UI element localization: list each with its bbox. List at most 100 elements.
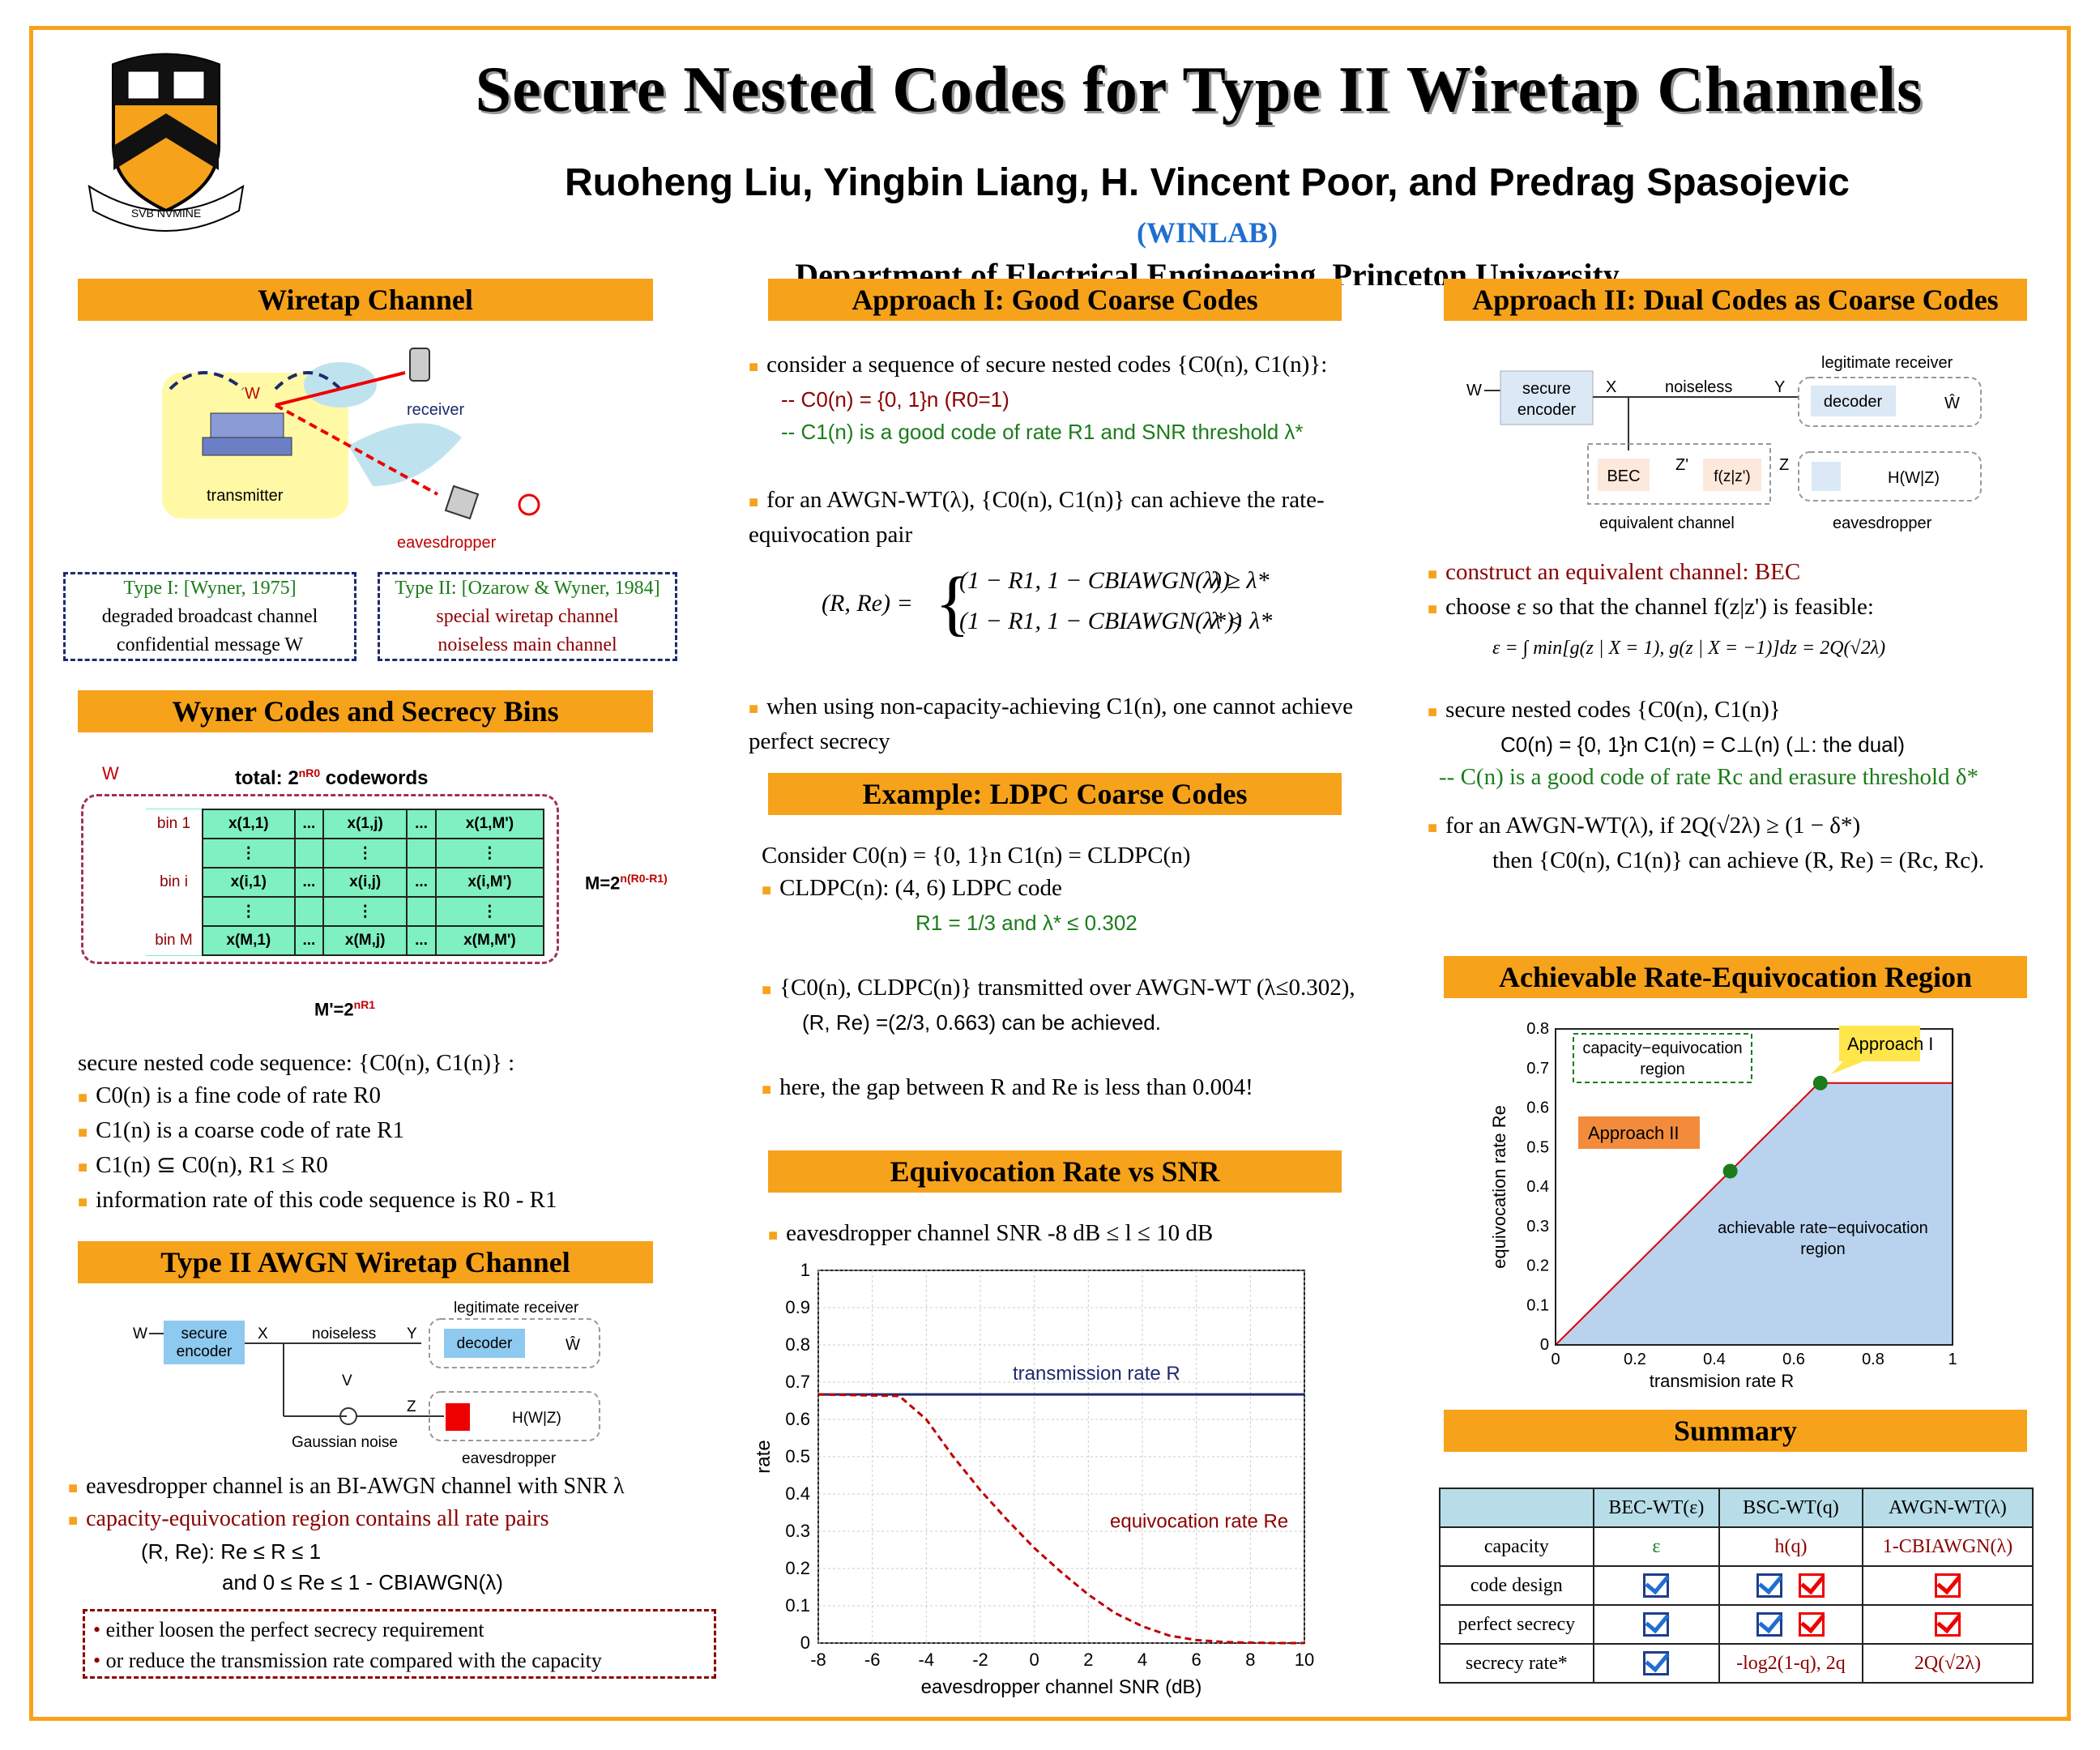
text-line: eavesdropper channel is an BI-AWGN chann… [86, 1474, 625, 1499]
table-cell: bin i [146, 868, 203, 897]
receiver-label: receiver [407, 401, 464, 419]
snr-range: ■eavesdropper channel SNR -8 dB ≤ l ≤ 10… [768, 1220, 1214, 1246]
x-tick-label: -6 [864, 1650, 881, 1670]
y-axis-label: equivocation rate Re [1489, 1105, 1509, 1269]
x-tick-label: 2 [1083, 1650, 1093, 1670]
z-label: Z [407, 1398, 416, 1415]
x-label: X [258, 1325, 268, 1342]
table-cell: x(i,j) [322, 867, 408, 898]
mprime-label: M'=2nR1 [314, 998, 376, 1020]
table-cell [146, 897, 203, 926]
table-cell [1718, 1565, 1863, 1606]
table-cell [293, 838, 325, 869]
eavesdropper-label: eavesdropper [397, 534, 497, 552]
table-cell [406, 896, 437, 927]
x-tick-label: 4 [1138, 1650, 1147, 1670]
blue-checkbox-icon [1756, 1573, 1783, 1598]
text-line: CLDPC(n): (4, 6) LDPC code [779, 875, 1062, 901]
table-cell: ⋮ [434, 896, 545, 927]
text-line: -- C1(n) is a good code of rate R1 and S… [781, 420, 1304, 444]
legit-label: legitimate receiver [454, 1300, 579, 1317]
section-wiretap-channel: Wiretap Channel [78, 279, 653, 321]
header-cell: BSC-WT(q) [1718, 1488, 1863, 1528]
m-label: M=2n(R0-R1) [585, 872, 668, 894]
approach-ii-callout [1578, 1116, 1700, 1149]
text-line: then {C0(n), C1(n)} can achieve (R, Re) … [1492, 847, 1985, 873]
svg-text:W: W [1466, 382, 1482, 399]
approach-i-equation: (R, Re) = { (1 − R1, 1 − CBIAWGN(λ)) λ ≥… [822, 563, 1273, 643]
table-cell: ... [406, 867, 437, 898]
table-cell [1592, 1643, 1721, 1684]
type-ii-line: noiseless main channel [438, 634, 617, 655]
series-label: transmission rate R [1013, 1363, 1180, 1385]
table-cell: ⋮ [202, 838, 296, 869]
svg-text:encoder: encoder [177, 1343, 233, 1360]
capacity-label: capacity−equivocation [1582, 1039, 1742, 1057]
x-tick-label: 0.6 [1782, 1351, 1805, 1368]
wyner-list: secure nested code sequence: {C0(n), C1(… [78, 1047, 661, 1219]
red-checkbox-icon [1799, 1612, 1825, 1637]
text-line: here, the gap between R and Re is less t… [779, 1074, 1253, 1100]
table-cell [146, 839, 203, 868]
eaves-label: eavesdropper [462, 1450, 557, 1467]
y-tick-label: 0.5 [1526, 1138, 1549, 1156]
svg-text:encoder: encoder [1517, 401, 1577, 419]
plot-frame [1555, 1028, 1953, 1346]
x-tick-label: 8 [1245, 1650, 1255, 1670]
y-tick-label: 0.6 [785, 1409, 810, 1429]
table-cell: x(M,M') [434, 925, 545, 956]
table-row: ⋮⋮⋮ [146, 838, 545, 869]
svg-text:H(W|Z): H(W|Z) [1888, 469, 1940, 487]
svg-text:X: X [1606, 378, 1616, 396]
section-achievable-region: Achievable Rate-Equivocation Region [1444, 956, 2027, 998]
table-cell: h(q) [1718, 1526, 1863, 1567]
total-codewords: total: 2nR0 codewords [235, 766, 429, 789]
table-row: perfect secrecy [1439, 1604, 2034, 1645]
table-cell: capacity [1439, 1526, 1594, 1567]
text-line: for an AWGN-WT(λ), {C0(n), C1(n)} can ac… [749, 487, 1325, 548]
svg-text:Z: Z [1779, 456, 1789, 474]
section-type-ii-awgn: Type II AWGN Wiretap Channel [78, 1241, 653, 1283]
poster-frame [29, 26, 2071, 1721]
svg-text:f(z|z'): f(z|z') [1714, 468, 1751, 485]
y-label: Y [407, 1325, 417, 1342]
text-line: R1 = 1/3 and λ* ≤ 0.302 [916, 911, 1138, 935]
affiliation: (WINLAB) [1136, 216, 1278, 249]
y-tick-label: 0.2 [785, 1558, 810, 1578]
blue-checkbox-icon [1643, 1573, 1670, 1598]
section-wyner-codes: Wyner Codes and Secrecy Bins [78, 690, 653, 732]
awgn-note-box: • either loosen the perfect secrecy requ… [83, 1609, 716, 1679]
series-line [817, 1393, 1304, 1645]
y-tick-label: 0.8 [1526, 1020, 1549, 1038]
gaussian-noise-label: Gaussian noise [292, 1434, 398, 1451]
table-cell: ⋮ [322, 838, 408, 869]
svg-text:Y: Y [1774, 378, 1785, 396]
header-cell [1439, 1488, 1594, 1528]
text-line: construct an equivalent channel: BEC [1445, 559, 1801, 585]
msg-w: W [245, 385, 260, 403]
text-line: consider a sequence of secure nested cod… [766, 352, 1328, 378]
svg-text:noiseless: noiseless [1665, 378, 1732, 396]
approach-point [1722, 1163, 1738, 1179]
awgn-block-diagram: secure encoder W X noiseless Y legitimat… [133, 1300, 600, 1467]
approach-ii-text: ■construct an equivalent channel: BEC ■c… [1428, 556, 2059, 877]
capacity-box [1573, 1033, 1752, 1083]
table-cell: ⋮ [202, 896, 296, 927]
table-cell [1718, 1604, 1863, 1645]
poster-title: Secure Nested Codes for Type II Wiretap … [475, 54, 1923, 126]
seal-motto: SVB NVMINE [131, 207, 201, 220]
table-cell: ⋮ [322, 896, 408, 927]
y-tick-label: 1 [800, 1260, 810, 1280]
svg-text:equivalent channel: equivalent channel [1599, 514, 1735, 532]
text-line: -- C(n) is a good code of rate Rc and er… [1439, 764, 1978, 790]
type-ii-title: Type II: [Ozarow & Wyner, 1984] [395, 578, 660, 599]
red-checkbox-icon [1934, 1573, 1961, 1598]
approach-point [1812, 1075, 1828, 1091]
text-line: choose ε so that the channel f(z|z') is … [1445, 594, 1874, 620]
note-line: either loosen the perfect secrecy requir… [105, 1618, 484, 1641]
text-line: C1(n) is a coarse code of rate R1 [96, 1117, 404, 1143]
